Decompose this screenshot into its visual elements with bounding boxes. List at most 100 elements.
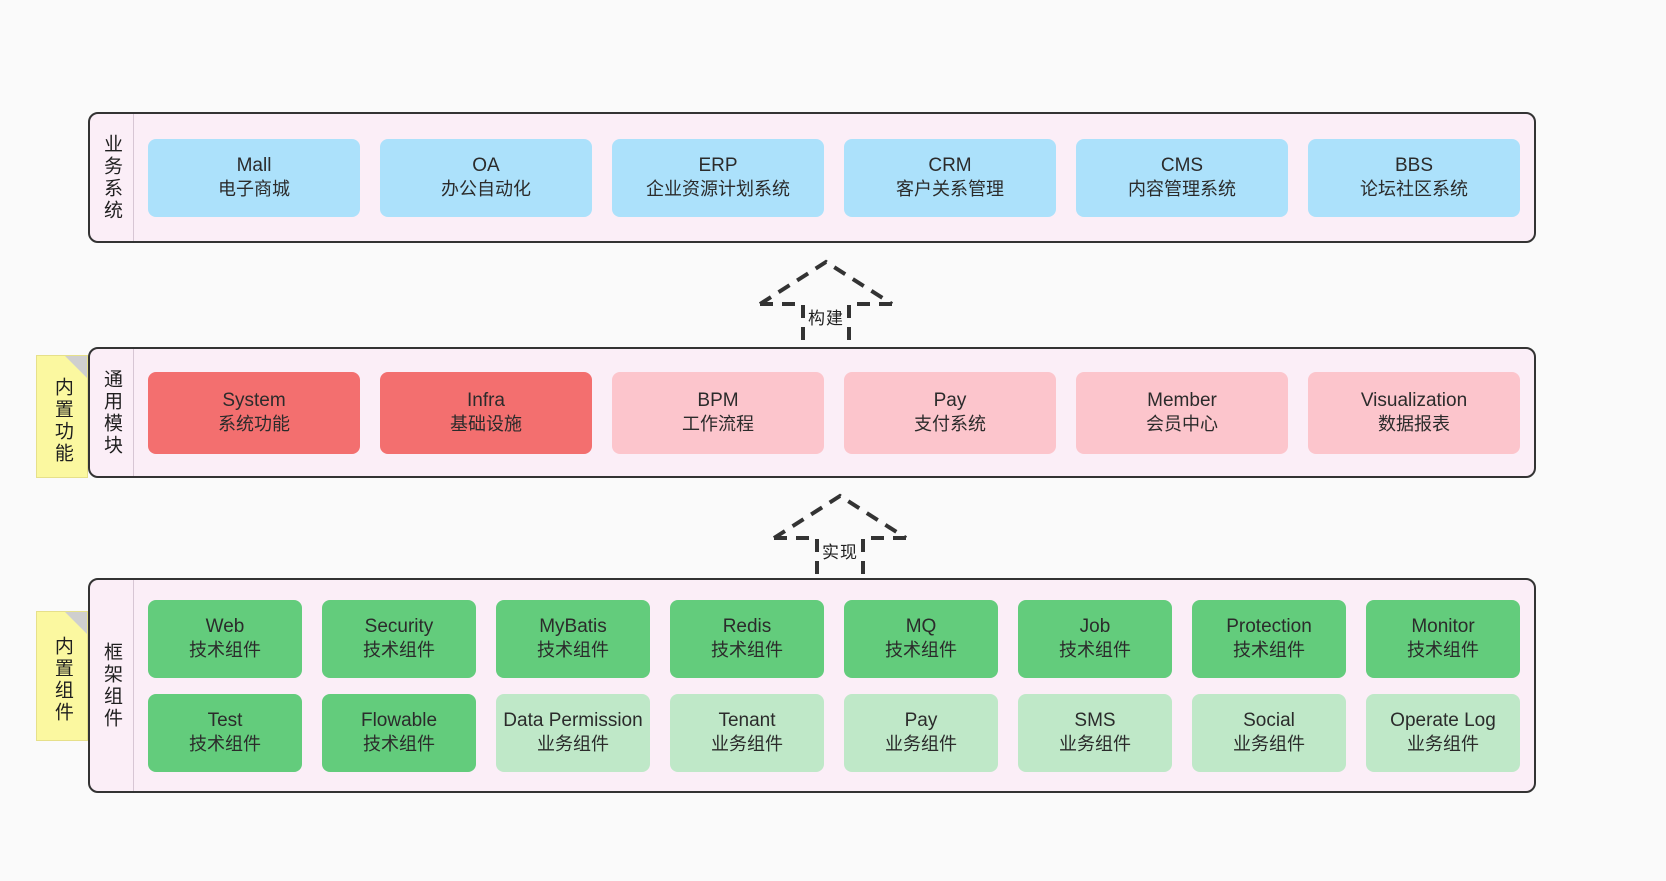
card-cms[interactable]: CMS 内容管理系统 [1076, 138, 1288, 217]
arrow-shaft-left-icon [760, 302, 805, 350]
card-bpm[interactable]: BPM 工作流程 [612, 371, 824, 454]
card-sms[interactable]: SMS 业务组件 [1018, 693, 1172, 772]
connector-label: 实现 [822, 543, 858, 562]
card-title: CRM [928, 154, 972, 176]
card-mall[interactable]: Mall 电子商城 [148, 138, 360, 217]
card-subtitle: 工作流程 [682, 414, 754, 435]
card-title: Pay [933, 389, 967, 411]
card-title: Operate Log [1390, 709, 1496, 731]
card-monitor[interactable]: Monitor 技术组件 [1366, 599, 1520, 678]
card-subtitle: 业务组件 [711, 734, 783, 755]
card-flowable[interactable]: Flowable 技术组件 [322, 693, 476, 772]
layer-body-framework-component: Web 技术组件 Security 技术组件 MyBatis 技术组件 Redi… [134, 580, 1534, 791]
card-social[interactable]: Social 业务组件 [1192, 693, 1346, 772]
card-subtitle: 业务组件 [1059, 734, 1131, 755]
card-subtitle: 业务组件 [885, 734, 957, 755]
card-title: Test [207, 709, 243, 731]
card-tenant[interactable]: Tenant 业务组件 [670, 693, 824, 772]
card-subtitle: 技术组件 [1059, 640, 1131, 661]
card-title: Visualization [1360, 389, 1468, 411]
layer-title-framework-component: 框架组件 [90, 580, 134, 791]
card-title: Member [1147, 389, 1217, 411]
card-subtitle: 客户关系管理 [896, 179, 1004, 200]
layer-business-system: 业务系统 Mall 电子商城 OA 办公自动化 ERP 企业资源计划系统 CRM… [88, 112, 1536, 243]
card-title: BBS [1394, 154, 1434, 176]
layer-title-business-system: 业务系统 [90, 114, 134, 241]
card-row: Test 技术组件 Flowable 技术组件 Data Permission … [148, 693, 1520, 772]
card-subtitle: 系统功能 [218, 414, 290, 435]
layer-body-business-system: Mall 电子商城 OA 办公自动化 ERP 企业资源计划系统 CRM 客户关系… [134, 114, 1534, 241]
card-title: Web [205, 615, 245, 637]
card-row: Mall 电子商城 OA 办公自动化 ERP 企业资源计划系统 CRM 客户关系… [148, 138, 1520, 217]
card-title: Tenant [718, 709, 776, 731]
arrow-shaft-right-icon [847, 302, 892, 350]
card-oa[interactable]: OA 办公自动化 [380, 138, 592, 217]
card-subtitle: 数据报表 [1378, 414, 1450, 435]
card-subtitle: 业务组件 [1407, 734, 1479, 755]
card-crm[interactable]: CRM 客户关系管理 [844, 138, 1056, 217]
card-row: Web 技术组件 Security 技术组件 MyBatis 技术组件 Redi… [148, 599, 1520, 678]
card-pay[interactable]: Pay 支付系统 [844, 371, 1056, 454]
card-bbs[interactable]: BBS 论坛社区系统 [1308, 138, 1520, 217]
card-redis[interactable]: Redis 技术组件 [670, 599, 824, 678]
arrow-shaft-left-icon [774, 536, 819, 584]
card-operate-log[interactable]: Operate Log 业务组件 [1366, 693, 1520, 772]
card-erp[interactable]: ERP 企业资源计划系统 [612, 138, 824, 217]
layer-common-module: 通用模块 System 系统功能 Infra 基础设施 BPM 工作流程 Pay… [88, 347, 1536, 478]
card-subtitle: 技术组件 [363, 640, 435, 661]
card-mq[interactable]: MQ 技术组件 [844, 599, 998, 678]
note-fold-corner-icon [65, 612, 87, 634]
card-subtitle: 技术组件 [189, 734, 261, 755]
card-subtitle: 技术组件 [711, 640, 783, 661]
card-title: Security [364, 615, 434, 637]
card-title: MyBatis [539, 615, 607, 637]
card-subtitle: 业务组件 [1233, 734, 1305, 755]
layer-title-common-module: 通用模块 [90, 349, 134, 476]
card-web[interactable]: Web 技术组件 [148, 599, 302, 678]
arrow-shaft-right-icon [861, 536, 906, 584]
card-title: Protection [1226, 615, 1312, 637]
card-title: Infra [466, 389, 506, 411]
card-title: Redis [722, 615, 772, 637]
card-subtitle: 论坛社区系统 [1360, 179, 1468, 200]
card-visualization[interactable]: Visualization 数据报表 [1308, 371, 1520, 454]
card-subtitle: 技术组件 [189, 640, 261, 661]
arrow-head-icon [758, 259, 894, 306]
card-infra[interactable]: Infra 基础设施 [380, 371, 592, 454]
card-subtitle: 电子商城 [218, 179, 290, 200]
arrow-head-icon [772, 493, 908, 540]
card-title: Monitor [1411, 615, 1475, 637]
card-title: CMS [1160, 154, 1204, 176]
card-title: Job [1079, 615, 1111, 637]
card-title: Social [1243, 709, 1295, 731]
layer-framework-component: 框架组件 Web 技术组件 Security 技术组件 MyBatis 技术组件 [88, 578, 1536, 793]
card-subtitle: 企业资源计划系统 [646, 179, 790, 200]
connector-label: 构建 [808, 309, 844, 328]
card-title: MQ [905, 615, 937, 637]
card-pay-business[interactable]: Pay 业务组件 [844, 693, 998, 772]
card-title: Data Permission [503, 709, 643, 731]
card-subtitle: 技术组件 [363, 734, 435, 755]
card-title: Pay [904, 709, 938, 731]
card-member[interactable]: Member 会员中心 [1076, 371, 1288, 454]
card-row: System 系统功能 Infra 基础设施 BPM 工作流程 Pay 支付系统… [148, 371, 1520, 454]
card-protection[interactable]: Protection 技术组件 [1192, 599, 1346, 678]
card-mybatis[interactable]: MyBatis 技术组件 [496, 599, 650, 678]
card-subtitle: 支付系统 [914, 414, 986, 435]
card-data-permission[interactable]: Data Permission 业务组件 [496, 693, 650, 772]
card-test[interactable]: Test 技术组件 [148, 693, 302, 772]
card-subtitle: 基础设施 [450, 414, 522, 435]
card-title: Mall [236, 154, 272, 176]
card-security[interactable]: Security 技术组件 [322, 599, 476, 678]
card-system[interactable]: System 系统功能 [148, 371, 360, 454]
card-subtitle: 技术组件 [1233, 640, 1305, 661]
note-fold-corner-icon [65, 356, 87, 378]
card-subtitle: 技术组件 [885, 640, 957, 661]
card-subtitle: 技术组件 [537, 640, 609, 661]
card-job[interactable]: Job 技术组件 [1018, 599, 1172, 678]
sticky-note-builtin-feature: 内置功能 [36, 355, 88, 478]
sticky-note-text: 内置组件 [51, 636, 73, 724]
sticky-note-builtin-component: 内置组件 [36, 611, 88, 741]
card-subtitle: 技术组件 [1407, 640, 1479, 661]
